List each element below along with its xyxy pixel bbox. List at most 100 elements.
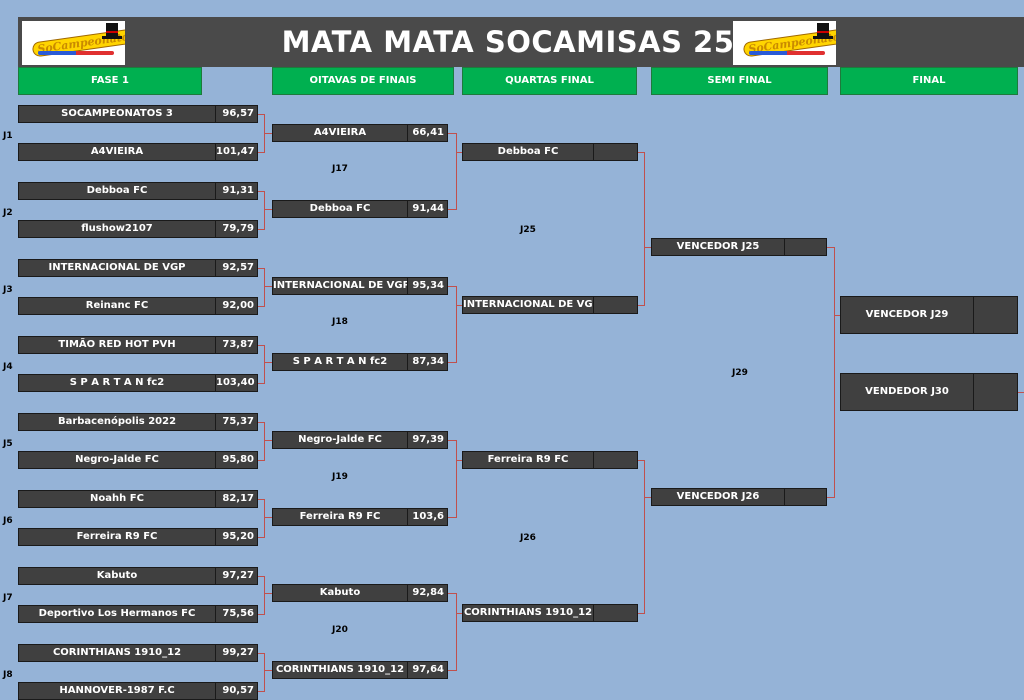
connector-line — [264, 517, 272, 518]
team-score: 79,79 — [215, 221, 257, 237]
connector-line — [264, 362, 272, 363]
title-bar: MATA MATA SOCAMISAS 25 — [18, 17, 1024, 67]
team-name: VENCEDOR J26 — [676, 491, 760, 502]
team-score: 87,34 — [407, 354, 447, 370]
team-name: CORINTHIANS 1910_12 — [463, 607, 593, 618]
team-score: 103,40 — [215, 375, 257, 391]
match-label: J25 — [520, 225, 536, 235]
phase-header-oitavas: OITAVAS DE FINAIS — [272, 67, 454, 95]
connector-line — [258, 152, 264, 153]
team-name: HANNOVER-1987 F.C — [59, 685, 175, 696]
team-score — [593, 605, 637, 621]
connector-line — [827, 497, 834, 498]
team-name: S P A R T A N fc2 — [69, 377, 165, 388]
team-slot-final[interactable]: VENDEDOR J30 — [840, 373, 1018, 411]
team-score: 91,31 — [215, 183, 257, 199]
team-score: 73,87 — [215, 337, 257, 353]
team-slot-final[interactable]: VENCEDOR J29 — [840, 296, 1018, 334]
connector-line — [264, 345, 265, 384]
top-hat-icon — [102, 23, 122, 39]
connector-line — [264, 133, 272, 134]
team-name: Deportivo Los Hermanos FC — [38, 608, 196, 619]
team-slot[interactable]: TIMÃO RED HOT PVH 73,87 — [18, 336, 258, 354]
team-score: 97,27 — [215, 568, 257, 584]
connector-line — [456, 305, 462, 306]
connector-line — [456, 133, 457, 210]
team-score: 75,56 — [215, 606, 257, 622]
team-name: Ferreira R9 FC — [299, 511, 381, 522]
connector-line — [456, 440, 457, 518]
team-score: 66,41 — [407, 125, 447, 141]
team-slot[interactable]: Deportivo Los Hermanos FC 75,56 — [18, 605, 258, 623]
team-name: Debboa FC — [86, 185, 148, 196]
team-name: INTERNACIONAL DE VGP — [48, 262, 186, 273]
connector-line — [448, 286, 456, 287]
logo-right: SoCampeonatos — [733, 21, 836, 65]
match-label: J5 — [3, 439, 13, 449]
team-slot[interactable]: VENCEDOR J26 — [651, 488, 827, 506]
team-slot[interactable]: VENCEDOR J25 — [651, 238, 827, 256]
team-score: 101,47 — [215, 144, 257, 160]
connector-line — [448, 440, 456, 441]
connector-line — [258, 306, 264, 307]
team-score: 97,39 — [407, 432, 447, 448]
team-slot[interactable]: Debboa FC 91,31 — [18, 182, 258, 200]
team-name: INTERNACIONAL DE VGP — [463, 299, 593, 310]
team-slot[interactable]: INTERNACIONAL DE VGP 92,57 — [18, 259, 258, 277]
page-title: MATA MATA SOCAMISAS 25 — [281, 25, 735, 59]
match-label: J20 — [332, 625, 348, 635]
team-score: 95,34 — [407, 278, 447, 294]
team-slot[interactable]: S P A R T A N fc2 103,40 — [18, 374, 258, 392]
team-slot[interactable]: INTERNACIONAL DE VGP — [462, 296, 638, 314]
team-name: Negro-Jalde FC — [75, 454, 159, 465]
team-score — [784, 489, 826, 505]
team-slot[interactable]: Ferreira R9 FC — [462, 451, 638, 469]
connector-line — [456, 460, 462, 461]
team-slot[interactable]: Debboa FC — [462, 143, 638, 161]
connector-line — [264, 593, 272, 594]
team-score: 92,57 — [215, 260, 257, 276]
match-label: J26 — [520, 533, 536, 543]
connector-line — [258, 499, 264, 500]
connector-line — [258, 191, 264, 192]
connector-line — [258, 268, 264, 269]
team-slot[interactable]: CORINTHIANS 1910_12 — [462, 604, 638, 622]
team-name: Negro-Jalde FC — [298, 434, 382, 445]
connector-line — [448, 133, 456, 134]
team-name: VENCEDOR J29 — [865, 309, 949, 320]
team-name: TIMÃO RED HOT PVH — [58, 339, 176, 350]
connector-line — [258, 383, 264, 384]
connector-line — [638, 305, 644, 306]
connector-line — [264, 268, 265, 307]
connector-line — [258, 537, 264, 538]
connector-line — [258, 614, 264, 615]
match-label: J1 — [3, 131, 13, 141]
connector-line — [448, 517, 456, 518]
match-label: J18 — [332, 317, 348, 327]
connector-line — [264, 191, 265, 230]
team-name: CORINTHIANS 1910_12 — [52, 647, 182, 658]
connector-line — [258, 691, 264, 692]
team-score: 92,84 — [407, 585, 447, 601]
match-label: J19 — [332, 472, 348, 482]
team-slot[interactable]: Negro-Jalde FC 97,39 — [272, 431, 448, 449]
connector-line — [638, 613, 644, 614]
